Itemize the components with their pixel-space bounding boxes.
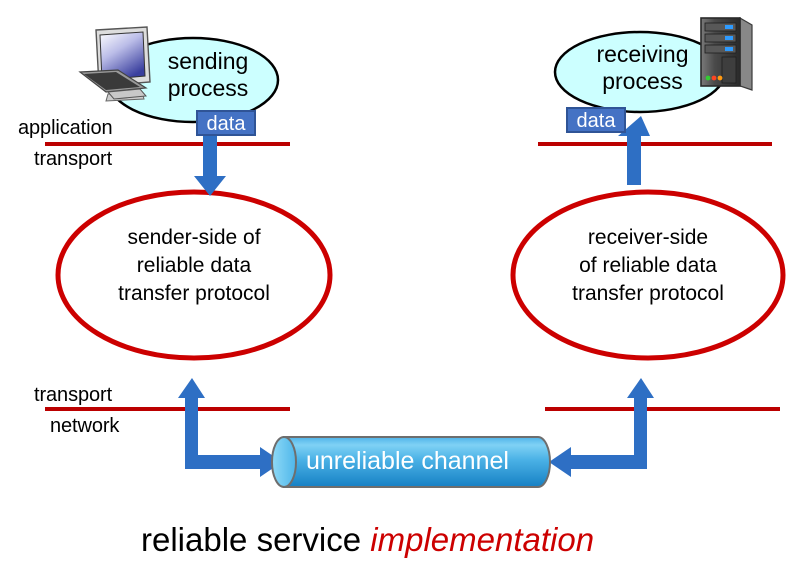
receiver-side-label-line2: of reliable data <box>579 254 717 277</box>
server-tower-icon <box>700 16 753 91</box>
sender-side-label-line3: transfer protocol <box>118 282 270 305</box>
elbow-arrow-receiver-horizontal <box>549 447 647 477</box>
layer-label-transport-bottom: transport <box>34 384 113 406</box>
sender-side-label-line1: sender-side of <box>127 226 261 249</box>
caption-black-text: reliable service <box>141 521 371 558</box>
arrow-up-receiver <box>618 116 650 185</box>
receiver-side-label-line3: transfer protocol <box>572 282 724 305</box>
unreliable-channel-label: unreliable channel <box>306 447 509 475</box>
data-packet-receiver: data <box>566 107 626 133</box>
receiving-process-label-line1: receiving <box>596 41 689 67</box>
elbow-arrow-sender-vertical <box>178 378 205 466</box>
sender-side-label-line2: reliable data <box>136 254 252 277</box>
layer-label-network: network <box>50 415 120 437</box>
arrow-down-sender <box>194 128 226 196</box>
receiver-side-protocol-ellipse <box>510 189 786 361</box>
receiving-process-label-line2: process <box>602 68 683 94</box>
layer-label-transport-top: transport <box>34 148 113 170</box>
sending-process-label-line2: process <box>167 75 249 101</box>
layer-label-application: application <box>18 117 113 139</box>
receiver-side-label-line1: receiver-side <box>587 226 709 249</box>
elbow-arrow-sender-horizontal <box>185 447 282 477</box>
sending-process-label-line1: sending <box>167 48 249 74</box>
diagram-caption: reliable service implementation <box>141 521 594 559</box>
elbow-arrow-receiver-vertical <box>627 378 654 466</box>
caption-red-text: implementation <box>370 521 595 558</box>
desktop-computer-icon <box>78 26 151 102</box>
sender-side-protocol-ellipse <box>55 189 333 361</box>
unreliable-channel-cylinder <box>271 436 551 488</box>
data-packet-sender: data <box>196 110 256 136</box>
